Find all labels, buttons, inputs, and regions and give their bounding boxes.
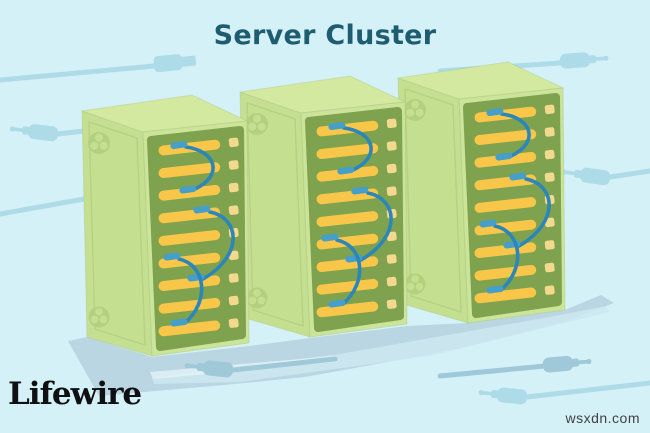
server-2 (240, 76, 407, 337)
server-3 (398, 62, 565, 323)
servers (82, 62, 565, 356)
lifewire-logo: Lifewire (8, 376, 142, 412)
background-cables-lower (183, 353, 650, 405)
watermark: wsxdn.com (565, 410, 640, 426)
server-1 (82, 95, 249, 356)
page-title: Server Cluster (213, 20, 437, 51)
